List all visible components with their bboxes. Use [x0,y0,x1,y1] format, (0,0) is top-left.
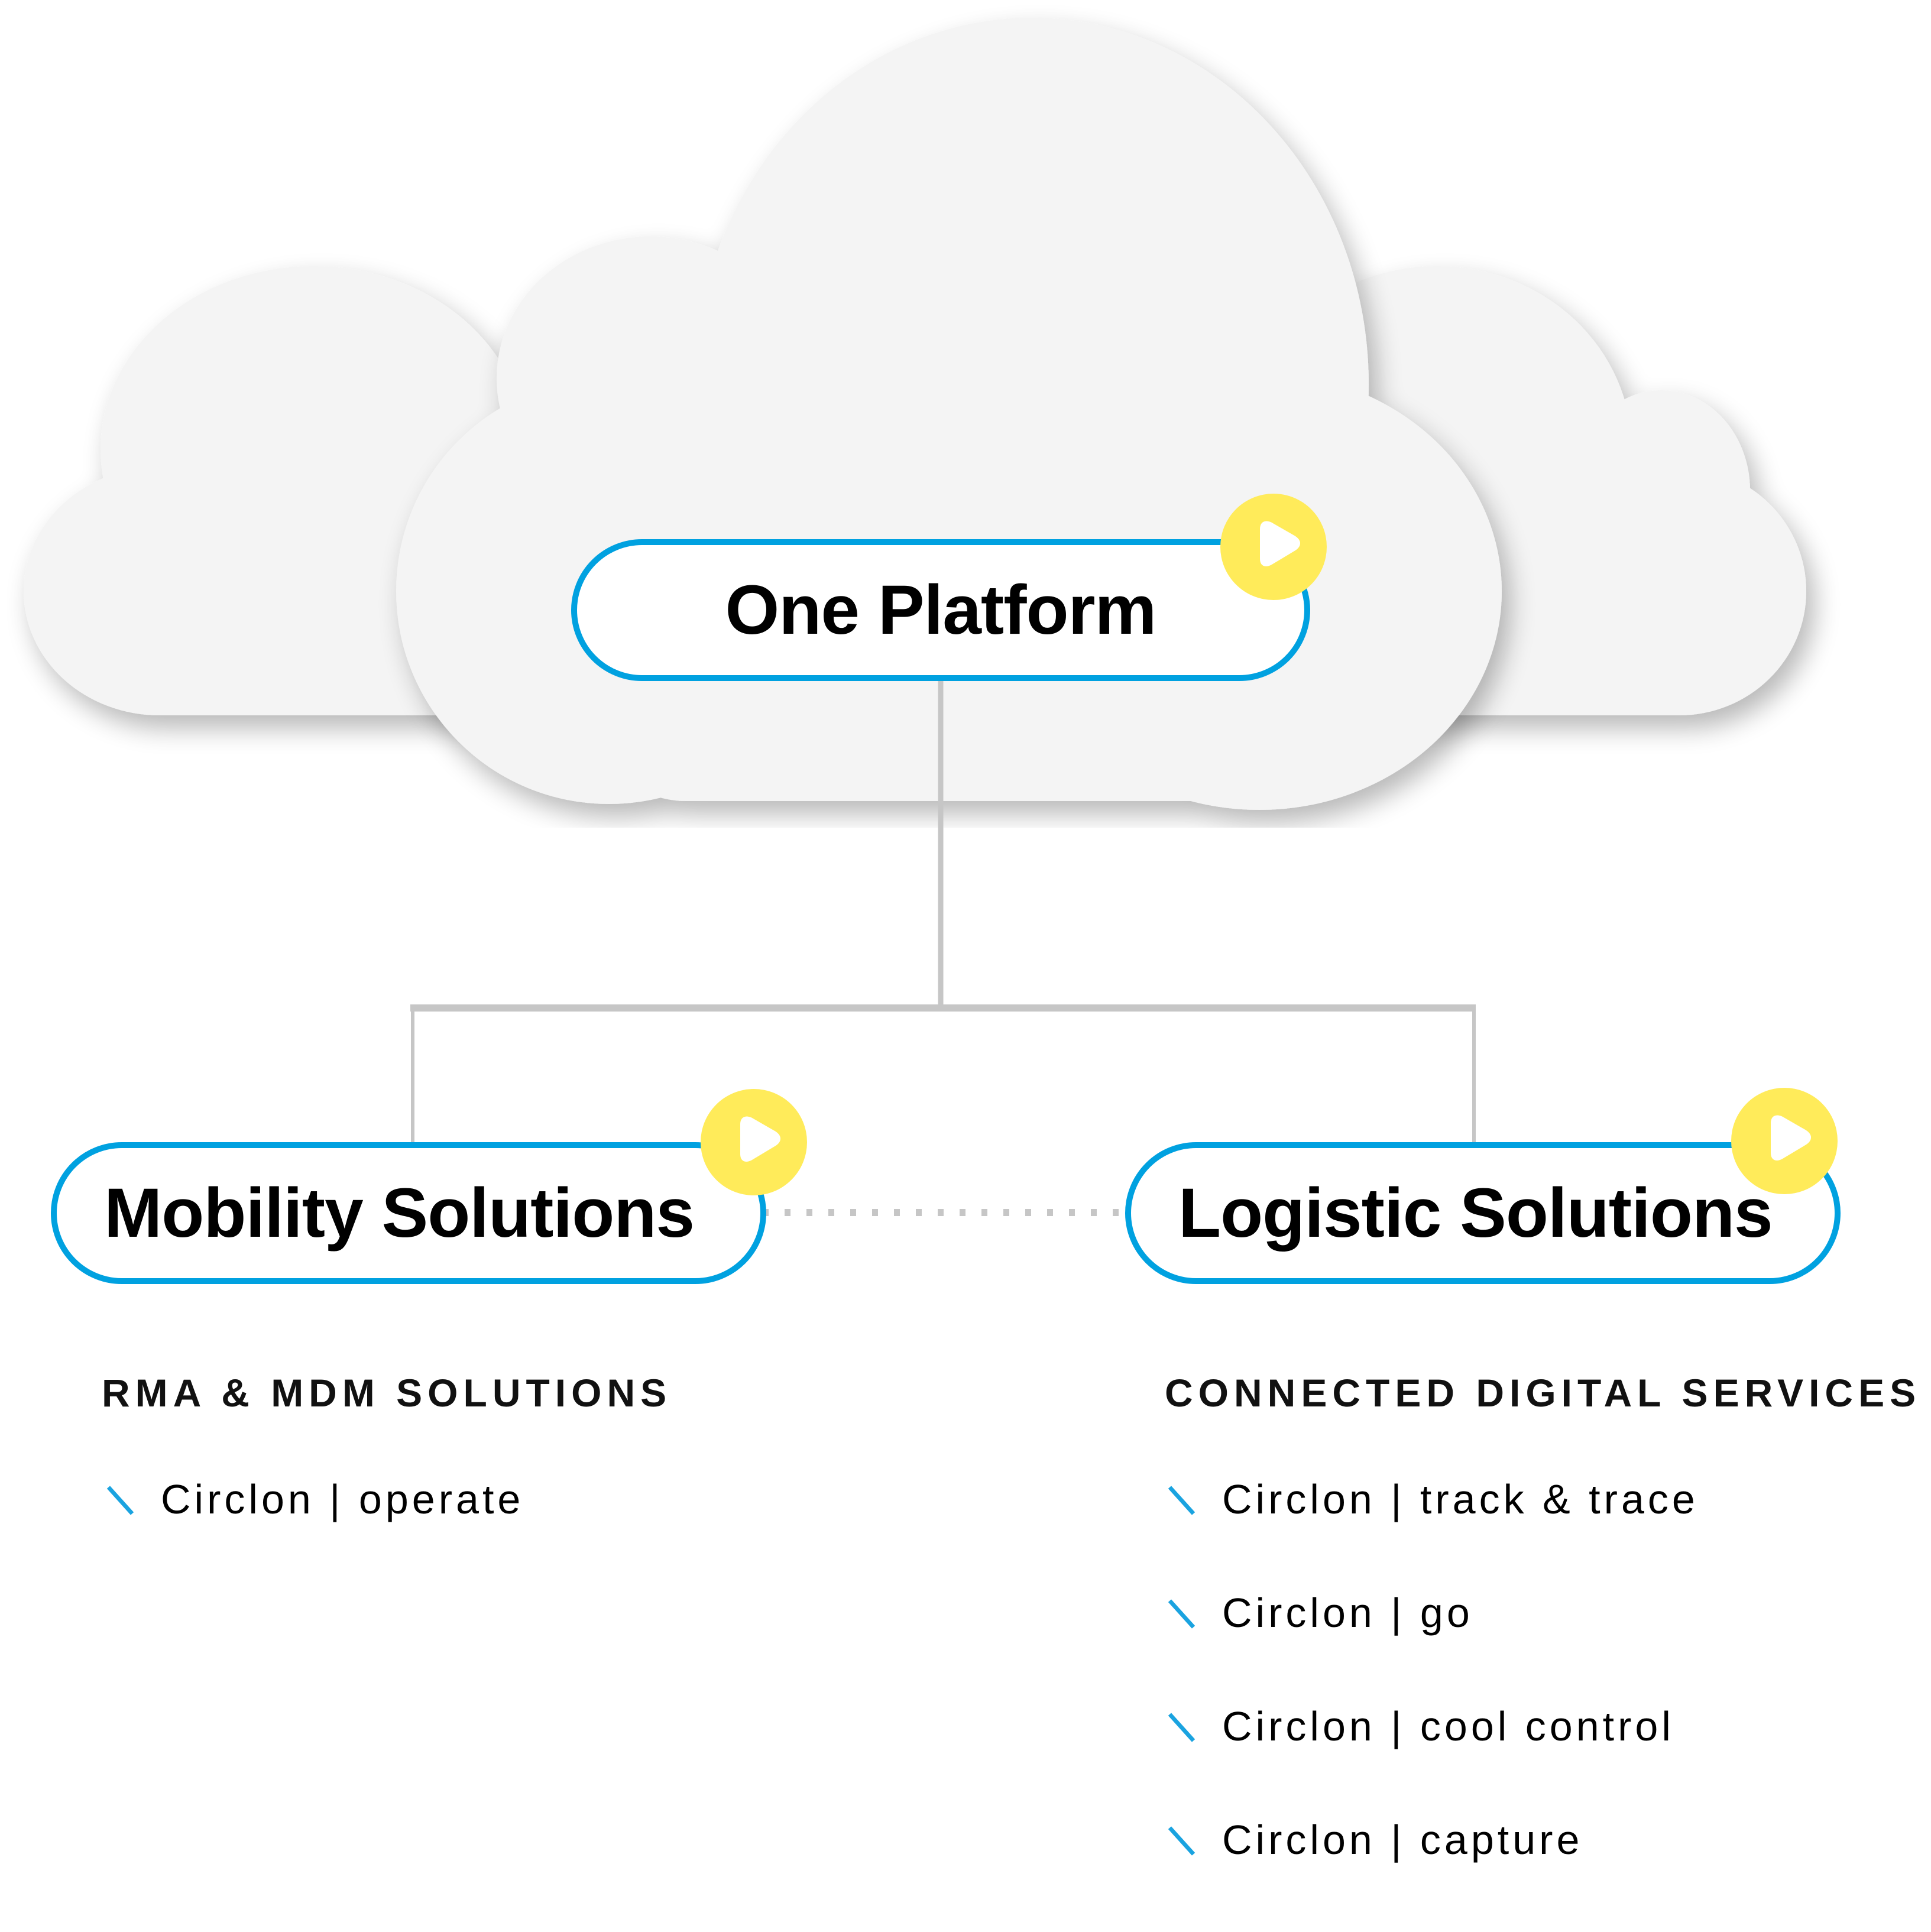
play-icon [1771,1115,1811,1161]
list-item[interactable]: Circlon | track & trace [1168,1476,1699,1522]
cloud-main [396,18,1502,810]
product-link[interactable]: Circlon | track & trace [1222,1476,1699,1522]
list-item[interactable]: Circlon | cool control [1168,1703,1699,1749]
play-icon [1260,521,1300,566]
cloud-background [24,18,1806,810]
list-item[interactable]: Circlon | go [1168,1590,1699,1636]
list-item[interactable]: Circlon | operate [106,1476,524,1522]
one-platform-play-button[interactable] [1220,494,1327,600]
mobility-solutions-label: Mobility Solutions [104,1174,695,1252]
play-icon [740,1116,780,1162]
logistic-product-list: Circlon | track & trace Circlon | go Cir… [1168,1476,1699,1932]
slash-bullet-icon [1168,1600,1194,1626]
one-platform-node[interactable]: One Platform [571,539,1310,681]
product-link[interactable]: Circlon | capture [1222,1817,1583,1863]
slash-bullet-icon [1168,1486,1194,1512]
product-link[interactable]: Circlon | operate [161,1476,524,1522]
connected-digital-services-heading: CONNECTED DIGITAL SERVICES [1165,1371,1922,1415]
one-platform-label: One Platform [725,571,1157,649]
slash-bullet-icon [106,1486,132,1512]
logistic-solutions-play-button[interactable] [1731,1088,1838,1194]
product-link[interactable]: Circlon | cool control [1222,1703,1674,1749]
slash-bullet-icon [1168,1713,1194,1739]
mobility-solutions-node[interactable]: Mobility Solutions [51,1142,766,1284]
list-item[interactable]: Circlon | capture [1168,1817,1699,1863]
logistic-solutions-node[interactable]: Logistic Solutions [1125,1142,1841,1284]
mobility-solutions-play-button[interactable] [701,1089,807,1195]
slash-bullet-icon [1168,1827,1194,1853]
logistic-solutions-label: Logistic Solutions [1178,1174,1773,1252]
mobility-product-list: Circlon | operate [106,1476,524,1591]
product-link[interactable]: Circlon | go [1222,1590,1473,1636]
rma-mdm-heading: RMA & MDM SOLUTIONS [102,1371,672,1415]
